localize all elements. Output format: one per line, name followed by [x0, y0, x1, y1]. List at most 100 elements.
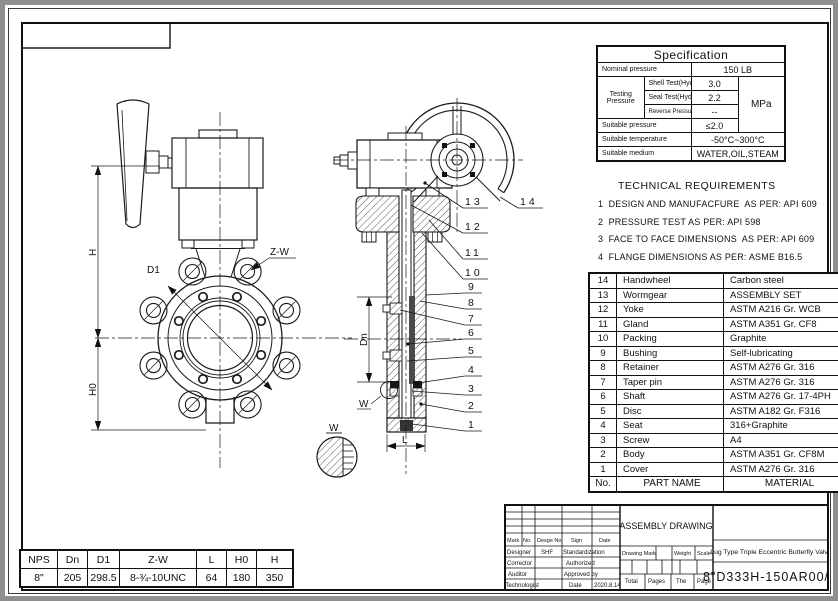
- tb-role-date: Date: [569, 583, 582, 589]
- handwheel-side-view: [116, 99, 173, 229]
- part-material: A4: [723, 432, 838, 448]
- tb-header-no: No.: [523, 538, 532, 544]
- part-name: Retainer: [616, 360, 724, 376]
- part-no: 4: [588, 418, 617, 434]
- part-material: ASTM A276 Gr. 316: [723, 360, 838, 376]
- callout-8: 8: [468, 297, 477, 309]
- dim-header-l: L: [196, 549, 227, 569]
- shell-test-label: Shell Test(Hyd.): [643, 76, 692, 91]
- dim-value-dn: 205: [57, 568, 88, 588]
- dim-value-l: 64: [196, 568, 227, 588]
- nominal-pressure-label: Nominal pressure: [596, 62, 692, 77]
- spec-title: Specification: [596, 45, 786, 63]
- dimension-table: NPS Dn D1 Z-W L H0 H 8" 205 298.5 8-¾-10…: [19, 549, 294, 588]
- part-name: Gland: [616, 316, 724, 332]
- reverse-test-label: Reverse Pressure Test(Hyd.): [643, 104, 692, 119]
- pressure-unit: MPa: [737, 76, 786, 133]
- dim-header-h0: H0: [226, 549, 257, 569]
- spec-seal-row: Seal Test(Hyd.) 2.2: [597, 90, 785, 105]
- tb-sign-designer: SHF: [541, 550, 553, 556]
- label-h: H: [88, 249, 99, 256]
- label-h0: H0: [88, 383, 99, 396]
- suitable-temperature-value: -50°C~300°C: [690, 132, 786, 147]
- detail-w-view: [316, 432, 358, 478]
- part-no: 7: [588, 374, 617, 390]
- specification-table: Specification Nominal pressure 150 LB Te…: [596, 45, 786, 162]
- tb-weight: Weight: [674, 551, 691, 557]
- part-material: ASTM A276 Gr. 17-4PH: [723, 389, 838, 405]
- part-material: ASSEMBLY SET: [723, 287, 838, 303]
- tech-req-item-4: 4 FLANGE DIMENSIONS AS PER: ASME B16.5: [598, 251, 803, 262]
- parts-name-header: PART NAME: [616, 476, 724, 492]
- tb-role-technologist: Technologist: [506, 583, 540, 589]
- spec-title-row: Specification: [596, 45, 786, 63]
- part-name: Handwheel: [616, 272, 724, 289]
- yoke-gland-section: [355, 187, 451, 243]
- part-name: Bushing: [616, 345, 724, 361]
- dimension-header-row: NPS Dn D1 Z-W L H0 H: [19, 549, 294, 569]
- part-material: ASTM A351 Gr. CF8: [723, 316, 838, 332]
- part-material: ASTM A276 Gr. 316: [723, 374, 838, 390]
- part-name: Wormgear: [616, 287, 724, 303]
- technical-requirements: TECHNICAL REQUIREMENTS 1 DESIGN AND MANU…: [598, 180, 817, 266]
- parts-material-header: MATERIAL: [723, 476, 838, 492]
- suitable-pressure-label: Suitable pressure: [596, 118, 692, 133]
- tb-total: Total: [625, 579, 638, 585]
- parts-no-header: No.: [588, 476, 617, 492]
- title-block-text: ASSEMBLY DRAWING Lug Type Triple Eccentr…: [506, 521, 830, 589]
- tb-role-designer: Designer: [507, 550, 531, 556]
- part-no: 10: [588, 331, 617, 347]
- tb-header-sign: Sign: [571, 538, 582, 544]
- tb-header-mark: Mark: [507, 538, 519, 544]
- suitable-medium-label: Suitable medium: [596, 146, 692, 162]
- front-view-dimensions: [91, 165, 296, 431]
- callout-10: 10: [465, 267, 483, 279]
- reverse-test-value: --: [690, 104, 739, 119]
- technical-requirements-title: TECHNICAL REQUIREMENTS: [618, 180, 776, 192]
- part-no: 8: [588, 360, 617, 376]
- nominal-pressure-value: 150 LB: [690, 62, 786, 77]
- section-view: [333, 98, 523, 474]
- tech-req-item-1: 1 DESIGN AND MANUFACFURE AS PER: API 609: [598, 199, 817, 209]
- tb-pages: Pages: [648, 579, 665, 585]
- part-no: 14: [588, 272, 617, 289]
- part-no: 1: [588, 461, 617, 477]
- part-material: ASTM A216 Gr. WCB: [723, 302, 838, 318]
- dim-header-dn: Dn: [57, 549, 88, 569]
- callout-3: 3: [468, 383, 477, 395]
- tb-drawing-mark: Drawing Mark: [622, 551, 656, 557]
- seal-test-value: 2.2: [690, 90, 739, 105]
- dimension-labels: H H0 D1 Z-W Dn W L W: [88, 247, 408, 446]
- tb-the: The: [676, 579, 687, 585]
- label-w-detail: W: [329, 423, 339, 434]
- callout-12: 12: [465, 221, 483, 233]
- callout-7: 7: [468, 313, 477, 325]
- dim-header-nps: NPS: [19, 549, 58, 569]
- label-d1: D1: [147, 265, 160, 276]
- dim-header-zw: Z-W: [119, 549, 197, 569]
- callout-leaders: [399, 181, 543, 432]
- callout-1: 1: [468, 419, 477, 431]
- dim-value-d1: 298.5: [87, 568, 120, 588]
- valve-body-section: [382, 189, 427, 433]
- tb-role-approved: Approved by: [564, 572, 598, 578]
- tb-role-authorized: Authorized: [566, 561, 595, 567]
- part-no: 11: [588, 316, 617, 332]
- part-material: ASTM A182 Gr. F316: [723, 403, 838, 419]
- dim-value-nps: 8": [19, 568, 58, 588]
- label-l: L: [402, 435, 408, 446]
- tb-page: Page: [697, 579, 712, 585]
- part-name: Yoke: [616, 302, 724, 318]
- part-name: Shaft: [616, 389, 724, 405]
- dim-value-h: 350: [256, 568, 294, 588]
- part-material: Self-lubricating: [723, 345, 838, 361]
